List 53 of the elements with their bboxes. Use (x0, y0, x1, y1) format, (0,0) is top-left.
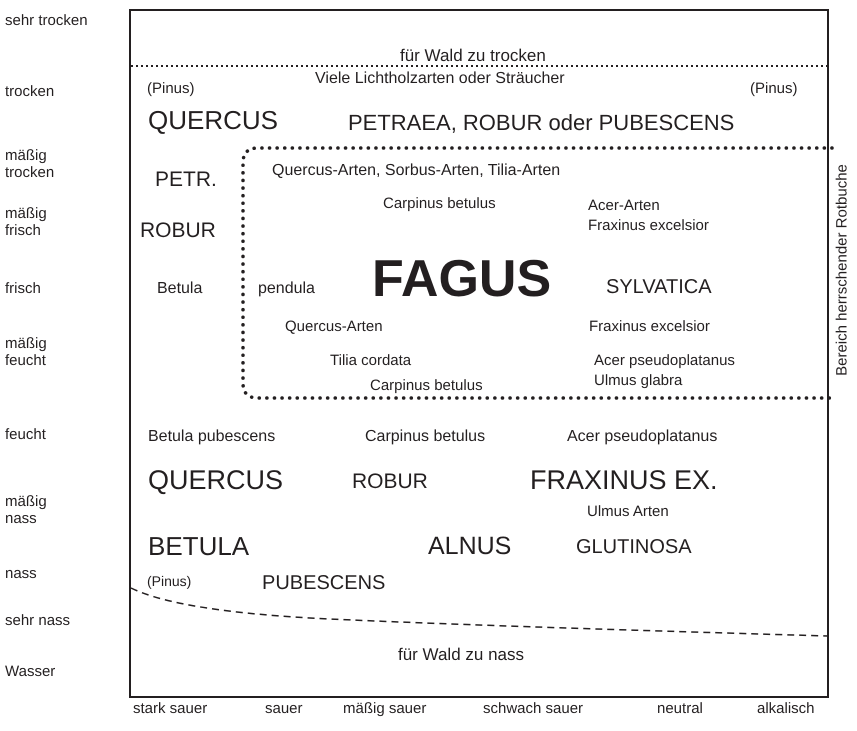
species-label: (Pinus) (147, 573, 192, 590)
species-label: Tilia cordata (330, 352, 412, 370)
soil-acidity-label: schwach sauer (483, 700, 584, 718)
species-label: Carpinus betulus (383, 195, 496, 212)
moisture-level-label: Wasser (5, 663, 56, 680)
species-label: BETULA (148, 532, 250, 562)
species-label: Acer pseudoplatanus (594, 352, 735, 370)
moisture-level-label: mäßig frisch (5, 205, 48, 240)
soil-acidity-label: stark sauer (133, 700, 208, 718)
species-label: Acer-Arten (588, 197, 660, 214)
moisture-level-label: sehr trocken (5, 12, 88, 30)
species-label: Carpinus betulus (370, 377, 483, 394)
species-label: Betula (157, 280, 202, 298)
soil-acidity-label: alkalisch (757, 700, 815, 718)
soil-acidity-label: sauer (265, 700, 303, 718)
note-text: Viele Lichtholzarten oder Sträucher (315, 70, 565, 88)
species-label: QUERCUS (148, 106, 278, 136)
species-label: PUBESCENS (262, 572, 386, 595)
species-label: (Pinus) (750, 80, 798, 98)
species-label: FRAXINUS EX. (530, 465, 718, 496)
species-label: Fraxinus excelsior (588, 217, 709, 234)
moisture-level-label: frisch (5, 280, 41, 298)
species-label: SYLVATICA (606, 276, 712, 299)
species-label: pendula (258, 280, 315, 298)
moisture-level-label: trocken (5, 83, 54, 100)
species-label: GLUTINOSA (576, 536, 692, 559)
moisture-level-label: sehr nass (5, 612, 70, 630)
zone-label: für Wald zu nass (398, 645, 524, 665)
species-label: Carpinus betulus (365, 428, 486, 446)
species-label: PETRAEA, ROBUR oder PUBESCENS (348, 110, 734, 136)
species-label: Ulmus glabra (594, 372, 682, 390)
species-label: PETR. (155, 168, 217, 192)
species-label: Fraxinus excelsior (589, 318, 710, 336)
soil-acidity-label: neutral (657, 700, 703, 718)
species-label: (Pinus) (147, 80, 195, 98)
species-label: ROBUR (140, 219, 216, 244)
moisture-level-label: mäßig feucht (5, 335, 48, 370)
soil-acidity-label: mäßig sauer (343, 700, 426, 718)
species-label: Betula pubescens (148, 428, 276, 446)
species-label: FAGUS (372, 250, 552, 310)
moisture-level-label: nass (5, 565, 37, 582)
moisture-level-label: mäßig trocken (5, 147, 56, 182)
species-label: QUERCUS (148, 465, 284, 496)
species-label: Quercus-Arten (285, 318, 383, 336)
region-label: Bereich herrschender Rotbuche (833, 164, 851, 376)
species-label: Acer pseudoplatanus (567, 428, 718, 446)
species-label: ROBUR (352, 470, 428, 494)
moisture-level-label: mäßig nass (5, 493, 48, 528)
species-label: ALNUS (428, 532, 512, 561)
moisture-level-label: feucht (5, 426, 46, 444)
species-label: Ulmus Arten (587, 503, 669, 520)
species-label: Quercus-Arten, Sorbus-Arten, Tilia-Arten (272, 162, 560, 180)
zone-label: für Wald zu trocken (400, 46, 546, 66)
